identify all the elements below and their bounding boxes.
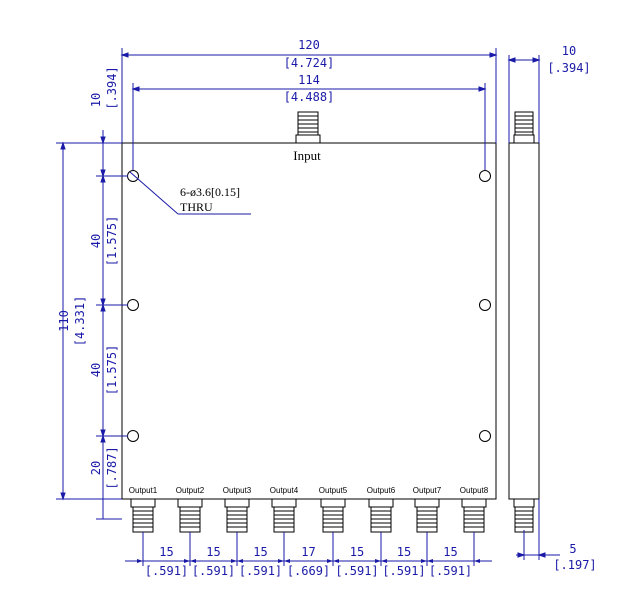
divider-body bbox=[121, 142, 497, 500]
hole-spacing-x-dimension bbox=[131, 83, 487, 170]
output-connector bbox=[177, 498, 203, 533]
side-thickness-mm: 10 bbox=[562, 44, 576, 58]
bottom-offset-mm: 20 bbox=[89, 461, 103, 475]
output-connector bbox=[320, 498, 346, 533]
overall-width-inch: [4.724] bbox=[284, 56, 335, 70]
output-connector bbox=[414, 498, 440, 533]
output-spacing-dimensions: 15 [.591] 15 [.591] 15 [.591] 17 [.669] 15 [.591]… bbox=[125, 532, 492, 578]
output-label: Output2 bbox=[176, 486, 205, 495]
spacing-mm: 15 bbox=[397, 545, 411, 559]
spacing-inch: [.591] bbox=[192, 564, 235, 578]
output-label: Output8 bbox=[460, 486, 489, 495]
mounting-hole bbox=[127, 430, 139, 442]
spacing-inch: [.591] bbox=[382, 564, 425, 578]
output-label: Output6 bbox=[367, 486, 396, 495]
spacing-mm: 15 bbox=[253, 545, 267, 559]
overall-height-inch: [4.331] bbox=[73, 296, 87, 347]
mounting-hole bbox=[127, 170, 139, 182]
mounting-hole bbox=[479, 170, 491, 182]
overall-height-mm: 110 bbox=[57, 310, 71, 332]
spacing-mm: 15 bbox=[443, 545, 457, 559]
hole-note-thru: THRU bbox=[180, 200, 213, 214]
spacing-mm: 17 bbox=[301, 545, 315, 559]
hole-spacing-x-mm: 114 bbox=[298, 73, 320, 87]
output-connector bbox=[130, 498, 156, 533]
width-dimension bbox=[120, 48, 498, 143]
output-label: Output1 bbox=[129, 486, 158, 495]
mounting-hole bbox=[479, 299, 491, 311]
side-view-body bbox=[508, 142, 540, 500]
output-connector bbox=[368, 498, 394, 533]
hole-spacing-y2-mm: 40 bbox=[89, 363, 103, 377]
output-label: Output5 bbox=[319, 486, 348, 495]
side-input-connector bbox=[513, 111, 535, 144]
hole-spacing-y1-mm: 40 bbox=[89, 234, 103, 248]
spacing-inch: [.591] bbox=[239, 564, 282, 578]
side-thickness-inch: [.394] bbox=[547, 61, 590, 75]
hole-leader bbox=[129, 171, 179, 215]
hole-spacing-x-inch: [4.488] bbox=[284, 90, 335, 104]
spacing-mm: 15 bbox=[350, 545, 364, 559]
bottom-offset-inch: [.787] bbox=[105, 446, 119, 489]
side-offset-mm: 5 bbox=[569, 542, 576, 556]
top-offset-mm: 10 bbox=[89, 93, 103, 107]
output-connector bbox=[271, 498, 297, 533]
spacing-inch: [.591] bbox=[145, 564, 188, 578]
spacing-inch: [.669] bbox=[287, 564, 330, 578]
top-offset-inch: [.394] bbox=[105, 66, 119, 109]
output-label: Output3 bbox=[223, 486, 252, 495]
output-label: Output4 bbox=[270, 486, 299, 495]
input-connector bbox=[295, 111, 321, 144]
hole-note: 6-ø3.6[0.15] bbox=[180, 185, 240, 199]
side-thickness-dimension bbox=[507, 55, 541, 143]
mounting-hole bbox=[127, 299, 139, 311]
input-label: Input bbox=[293, 148, 321, 163]
side-connector-offset-dimension bbox=[516, 499, 560, 560]
height-dimension bbox=[56, 141, 122, 501]
spacing-mm: 15 bbox=[159, 545, 173, 559]
side-offset-inch: [.197] bbox=[553, 558, 596, 572]
hole-spacing-y1-inch: [1.575] bbox=[105, 216, 119, 267]
spacing-inch: [.591] bbox=[335, 564, 378, 578]
overall-width-mm: 120 bbox=[298, 38, 320, 52]
output-label: Output7 bbox=[413, 486, 442, 495]
output-connector bbox=[224, 498, 250, 533]
spacing-inch: [.591] bbox=[429, 564, 472, 578]
spacing-mm: 15 bbox=[206, 545, 220, 559]
output-connector bbox=[461, 498, 487, 533]
mounting-hole bbox=[479, 430, 491, 442]
output-connectors: Output1 Output2 Output3 Output4 Output5 Outpu… bbox=[129, 486, 489, 533]
hole-position-dimension bbox=[96, 130, 128, 520]
side-output-connector bbox=[513, 498, 535, 533]
hole-spacing-y2-inch: [1.575] bbox=[105, 345, 119, 396]
